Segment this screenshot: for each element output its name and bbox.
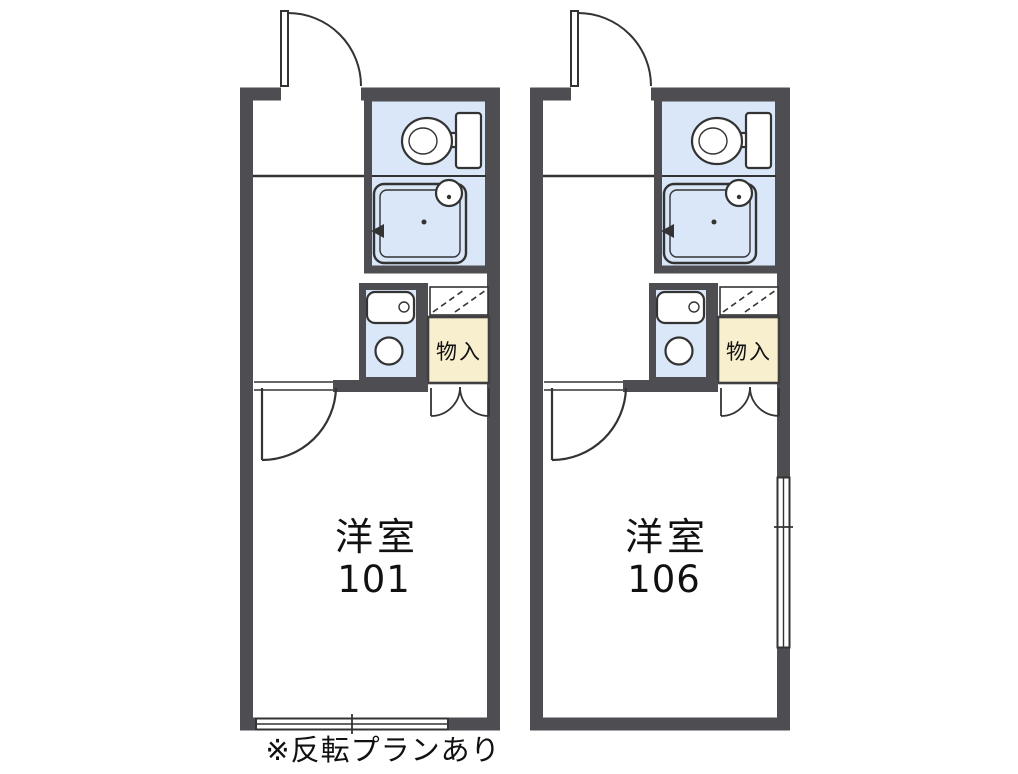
- storage-106-label: 物入: [726, 340, 772, 364]
- room-106-name: 洋室: [625, 515, 709, 559]
- unit-101-window: [255, 714, 449, 734]
- unit-101: [247, 11, 494, 724]
- storage-101-label: 物入: [436, 340, 482, 364]
- footnote-reversed-plan: ※反転プランあり: [265, 733, 500, 767]
- unit-106-window: [774, 476, 793, 649]
- room-101-name: 洋室: [335, 515, 419, 559]
- room-106-number: 106: [627, 558, 701, 601]
- unit-106: [537, 11, 784, 724]
- room-101-number: 101: [337, 558, 411, 601]
